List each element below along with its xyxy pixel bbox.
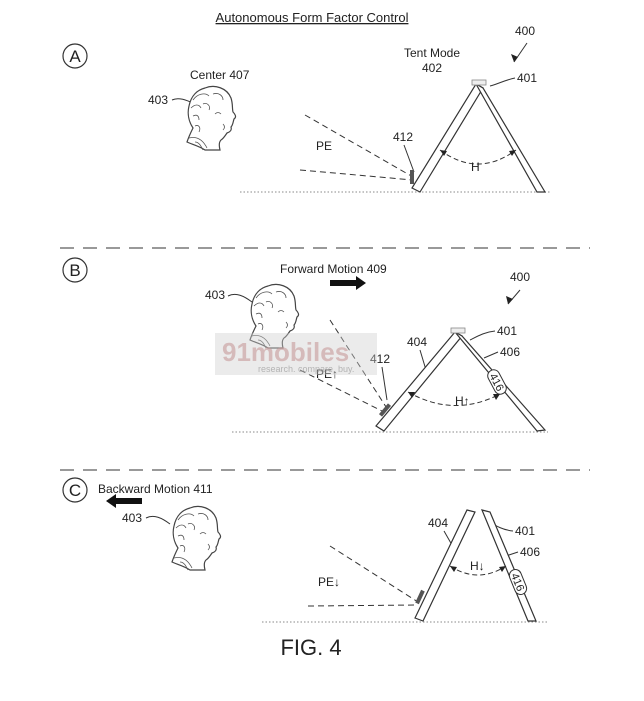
sight-line-lower-a xyxy=(299,169,414,181)
arc-b-arrow-right xyxy=(493,394,500,400)
watermark: 91mobiles research. compare. buy. xyxy=(215,333,377,375)
section-b-letter: B xyxy=(69,261,80,280)
ref-400-a: 400 xyxy=(515,24,535,38)
ref-406-b: 406 xyxy=(500,345,520,359)
sight-line-upper-b xyxy=(329,319,389,411)
ref-404-b-leader xyxy=(419,349,427,371)
user-head-a xyxy=(186,85,237,151)
forward-motion-arrow xyxy=(330,276,366,290)
hinge-a xyxy=(471,79,487,86)
pe-label-a: PE xyxy=(316,139,332,153)
component-416-b-outline xyxy=(487,369,507,395)
device-panel-right-a xyxy=(474,82,547,193)
ref-412-a-leader xyxy=(403,144,415,173)
sight-line-upper-a xyxy=(304,114,414,178)
section-c-letter: C xyxy=(69,481,81,500)
arc-b-arrow-left xyxy=(408,392,415,398)
ref-401-a-leader xyxy=(489,77,516,87)
sight-line-upper-c xyxy=(329,545,419,603)
component-416-c: 416 xyxy=(508,569,528,595)
mode-label-line2: 402 xyxy=(422,61,442,75)
arc-a-arrow-left xyxy=(440,150,447,156)
ref-403-a: 403 xyxy=(148,93,168,107)
camera-sensor-b xyxy=(378,403,392,417)
sight-line-lower-c xyxy=(307,604,419,607)
user-head-c xyxy=(171,505,222,571)
watermark-brand: 91mobiles xyxy=(222,337,349,367)
hinge-b xyxy=(450,327,466,334)
watermark-panel xyxy=(215,333,377,375)
mode-label-line1: Tent Mode xyxy=(404,46,460,60)
arc-c-arrow-left xyxy=(450,566,457,572)
arc-a-arrow-right xyxy=(509,150,516,156)
section-c: C Backward Motion 411 403 PE↓ 404 401 40… xyxy=(62,477,548,623)
section-c-marker xyxy=(62,477,88,503)
ref-400-a-arrow xyxy=(511,54,518,62)
section-b: B Forward Motion 409 400 403 PE↑ 412 404… xyxy=(62,257,548,433)
angle-label-b: H↑ xyxy=(455,394,470,408)
hinge-angle-arc-b xyxy=(407,391,501,406)
ref-412-b-leader xyxy=(381,366,388,401)
ref-406-b-leader xyxy=(483,351,499,359)
pe-label-b: PE↑ xyxy=(316,367,338,381)
arc-c-arrow-right xyxy=(499,566,506,572)
backward-motion-arrow xyxy=(106,494,142,508)
angle-label-a: H xyxy=(471,160,480,174)
section-a-letter: A xyxy=(69,47,81,66)
ref-404-c: 404 xyxy=(428,516,448,530)
ref-401-b-leader xyxy=(469,330,496,341)
ref-403-b-leader xyxy=(227,293,253,303)
ref-401-a: 401 xyxy=(517,71,537,85)
ref-400-b: 400 xyxy=(510,270,530,284)
device-panel-left-a xyxy=(411,83,484,193)
ref-412-a: 412 xyxy=(393,130,413,144)
camera-sensor-a xyxy=(410,170,414,184)
sight-line-lower-b xyxy=(299,369,385,413)
device-panel-left-c xyxy=(414,509,476,622)
ref-401-c: 401 xyxy=(515,524,535,538)
figure-label: FIG. 4 xyxy=(280,635,341,660)
figure-title: Autonomous Form Factor Control xyxy=(216,10,409,25)
ref-404-b: 404 xyxy=(407,335,427,349)
camera-sensor-c xyxy=(415,589,425,605)
forward-motion-label: Forward Motion 409 xyxy=(280,262,387,276)
hinge-angle-arc-a xyxy=(439,149,517,165)
pe-label-c: PE↓ xyxy=(318,575,340,589)
section-a-marker xyxy=(62,43,88,69)
section-a: A 400 Tent Mode 402 401 Center 407 403 P… xyxy=(62,24,550,193)
watermark-tagline: research. compare. buy. xyxy=(258,364,354,374)
ref-412-b: 412 xyxy=(370,352,390,366)
center-label: Center 407 xyxy=(190,68,250,82)
ref-403-c-leader xyxy=(145,515,171,525)
section-b-marker xyxy=(62,257,88,283)
ref-406-c: 406 xyxy=(520,545,540,559)
angle-label-c: H↓ xyxy=(470,559,485,573)
backward-motion-label: Backward Motion 411 xyxy=(98,482,213,496)
ref-400-b-arrow xyxy=(506,296,513,304)
ref-401-b: 401 xyxy=(497,324,517,338)
ref-403-c: 403 xyxy=(122,511,142,525)
ref-403-b: 403 xyxy=(205,288,225,302)
component-416-c-outline xyxy=(508,569,528,595)
